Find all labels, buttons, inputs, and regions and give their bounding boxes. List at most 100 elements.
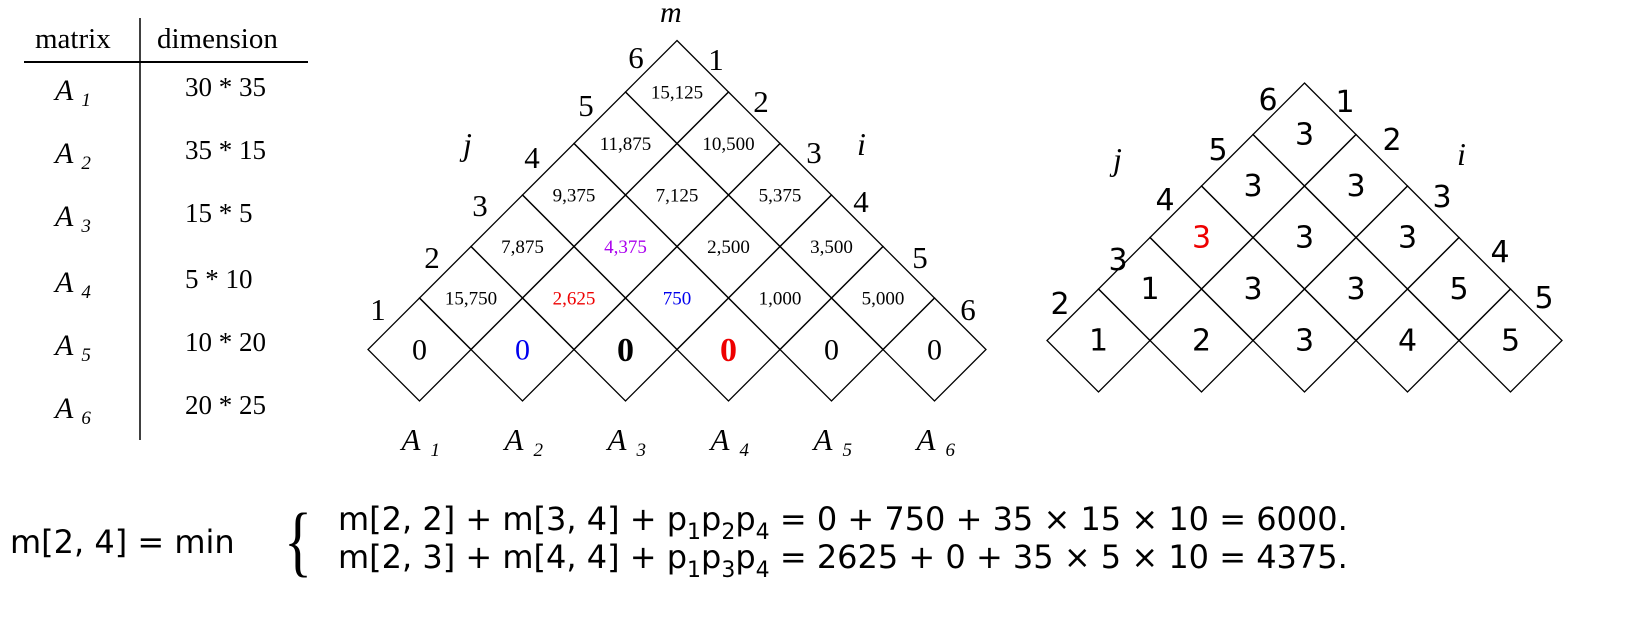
table-dimension-cell: 20 * 25 — [185, 390, 266, 420]
s-table-left-index: 5 — [1208, 133, 1227, 168]
m-table-right-index: 6 — [960, 292, 976, 327]
table-cell-value: 0 — [412, 334, 427, 367]
s-table-grid — [1046, 82, 1563, 393]
formula-line1-sub-c: 4 — [756, 520, 770, 545]
s-table-right-index: 3 — [1432, 180, 1451, 215]
table-cell-value: 0 — [927, 334, 942, 367]
table-cell-value: 0 — [515, 334, 530, 367]
table-cell-value: 5 — [1501, 324, 1520, 359]
formula-line1: m[2, 2] + m[3, 4] + p1p2p4 = 0 + 750 + 3… — [338, 500, 1348, 545]
table-cell-value: 2,500 — [707, 237, 750, 258]
m-table-right-index: 4 — [853, 184, 869, 219]
m-table-right-index: 5 — [912, 240, 928, 275]
m-table-left-index: 4 — [524, 140, 540, 175]
table-cell-value: 3 — [1243, 169, 1262, 204]
m-table-diamond — [624, 39, 730, 145]
formula-line2-rhs: = 2625 + 0 + 35 × 5 × 10 = 4375. — [780, 538, 1348, 576]
formula-line2-sub-b: 3 — [721, 558, 735, 583]
m-table-left-index: 5 — [578, 88, 594, 123]
s-table-left-index: 4 — [1155, 183, 1174, 218]
table-cell-value: 7,125 — [656, 185, 699, 206]
s-table-right-index: 2 — [1382, 123, 1401, 158]
table-cell-value: 5,000 — [862, 288, 905, 309]
m-table-left-index: 2 — [424, 240, 440, 275]
table-cell-value: 0 — [824, 334, 839, 367]
table-cell-value: 0 — [720, 332, 737, 369]
table-cell-value: 5 — [1449, 272, 1468, 307]
table-cell-value: 1 — [1140, 272, 1159, 307]
table-dimension-cell: 30 * 35 — [185, 72, 266, 102]
table-cell-value: 11,875 — [600, 134, 652, 155]
table-cell-value: 3,500 — [810, 237, 853, 258]
table-dimension-cell: 35 * 15 — [185, 135, 266, 165]
table-dimension-cell: 5 * 10 — [185, 264, 253, 294]
table-cell-value: 4,375 — [604, 237, 647, 258]
table-cell-value: 3 — [1295, 221, 1314, 256]
m-table-i-label: i — [857, 126, 866, 162]
table-cell-value: 9,375 — [553, 185, 596, 206]
m-table-left-index: 6 — [628, 40, 644, 75]
table-cell-value: 3 — [1295, 324, 1314, 359]
table-cell-value: 0 — [617, 332, 634, 369]
table-cell-value: 10,500 — [702, 134, 754, 155]
table-cell-value: 3 — [1295, 118, 1314, 153]
s-table-left-index: 3 — [1108, 243, 1127, 278]
m-table-title: m — [660, 0, 682, 29]
m-table-left-index: 1 — [370, 292, 386, 327]
table-cell-value: 15,750 — [445, 288, 497, 309]
m-table-right-index: 1 — [708, 42, 724, 77]
table-dimension-cell: 10 * 20 — [185, 327, 266, 357]
table-cell-value: 3 — [1346, 272, 1365, 307]
recurrence-formula: m[2, 4] = min { m[2, 2] + m[3, 4] + p1p2… — [10, 498, 1348, 584]
s-table-diamond — [1252, 82, 1357, 187]
s-table-right-index: 5 — [1534, 281, 1553, 316]
formula-line2-sub-a: 1 — [687, 558, 701, 583]
m-table-right-index: 2 — [753, 84, 769, 119]
formula-lhs: m[2, 4] = min — [10, 523, 235, 561]
table-cell-value: 2,625 — [553, 288, 596, 309]
table-cell-value: 1,000 — [759, 288, 802, 309]
formula-line1-terms: m[2, 2] + m[3, 4] + p — [338, 500, 687, 538]
formula-line1-sub-a: 1 — [687, 520, 701, 545]
m-table-j-label: j — [459, 126, 472, 162]
table-cell-value: 4 — [1398, 324, 1417, 359]
table-cell-value: 3 — [1243, 272, 1262, 307]
table-cell-value: 5,375 — [759, 185, 802, 206]
table-dimension-cell: 15 * 5 — [185, 198, 253, 228]
formula-line2-terms: m[2, 3] + m[4, 4] + p — [338, 538, 687, 576]
formula-line2-sub-c: 4 — [756, 558, 770, 583]
table-cell-value: 3 — [1346, 169, 1365, 204]
table-cell-value: 7,875 — [501, 237, 544, 258]
s-table-i-label: i — [1457, 136, 1466, 172]
s-table-left-index: 6 — [1258, 83, 1277, 118]
formula-line2: m[2, 3] + m[4, 4] + p1p3p4 = 2625 + 0 + … — [338, 538, 1348, 583]
formula-line1-rhs: = 0 + 750 + 35 × 15 × 10 = 6000. — [780, 500, 1348, 538]
table-header-dimension: dimension — [157, 23, 278, 55]
m-table-grid — [367, 39, 987, 402]
m-table-right-index: 3 — [806, 135, 822, 170]
table-cell-value: 3 — [1398, 221, 1417, 256]
s-table-right-index: 1 — [1335, 85, 1354, 120]
formula-brace: { — [284, 498, 312, 584]
